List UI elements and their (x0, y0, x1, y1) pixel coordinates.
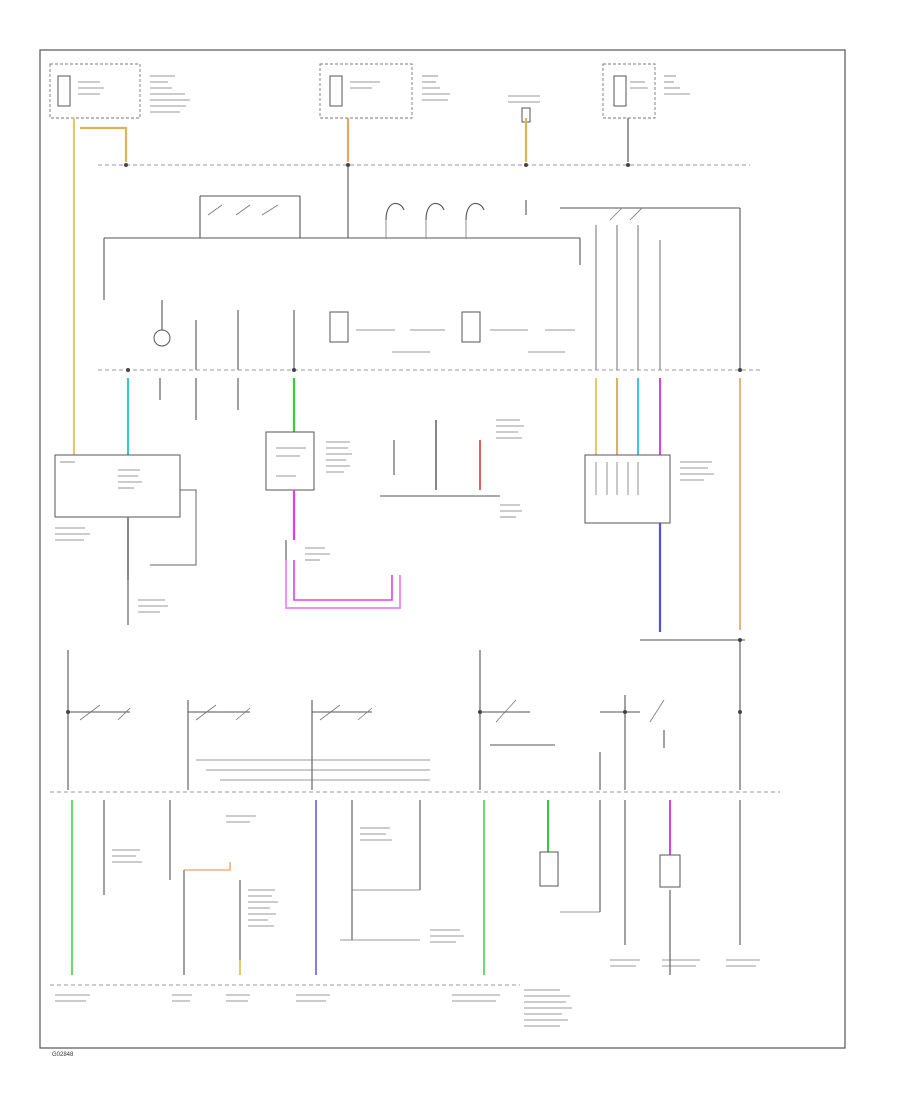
module-center (265, 431, 352, 491)
switch-left-mid (127, 580, 168, 625)
component-row (153, 300, 575, 370)
fuse-block-right (602, 63, 690, 119)
diagram-frame (39, 49, 846, 1049)
ground-labels (55, 959, 760, 1027)
connector-block-right (584, 454, 714, 524)
fuse-block-left (49, 63, 190, 119)
fuse-block-center (319, 63, 450, 119)
switch-center-mid (285, 540, 330, 561)
wire-left-return (150, 489, 197, 566)
wire-magenta-loop (293, 560, 393, 601)
module-left (54, 454, 181, 541)
wire-pink-loop (285, 560, 401, 609)
switch-cluster-center (380, 419, 524, 518)
fuse-small (508, 95, 540, 123)
switch-group-top (199, 165, 741, 370)
wire-peach-bottom (184, 862, 231, 871)
wire-tan-top (80, 126, 128, 162)
relay-row-lower (68, 640, 741, 790)
diagram-id: G02848 (52, 1052, 74, 1058)
connection-dots (66, 163, 742, 714)
bottom-components (103, 800, 741, 945)
